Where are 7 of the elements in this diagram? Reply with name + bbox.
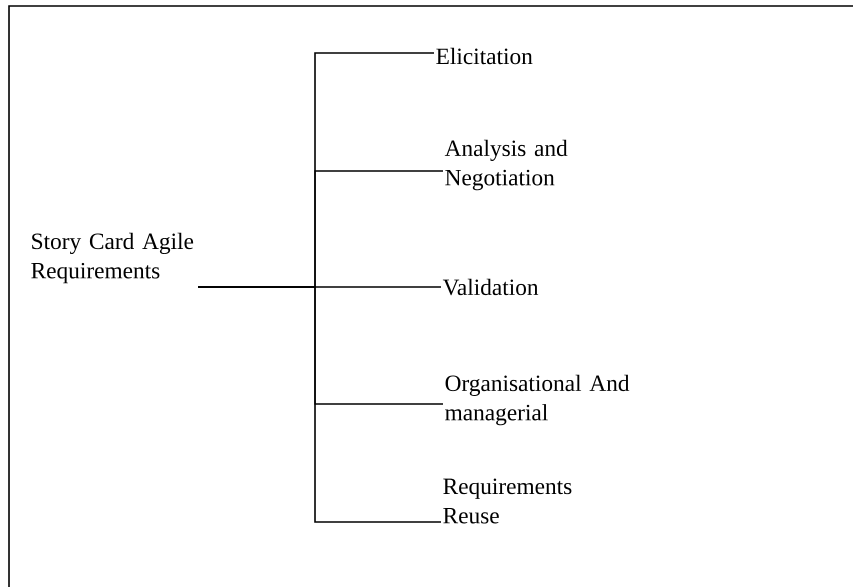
label: Organisational And managerial — [445, 374, 630, 426]
label: Requirements Reuse — [443, 478, 572, 524]
label: Analysis and Negotiation — [444, 140, 568, 190]
label: Story Card Agile Requirements — [31, 232, 194, 284]
connector-line — [198, 286, 441, 523]
label: Validation — [442, 278, 538, 296]
label: Elicitation — [436, 48, 532, 64]
